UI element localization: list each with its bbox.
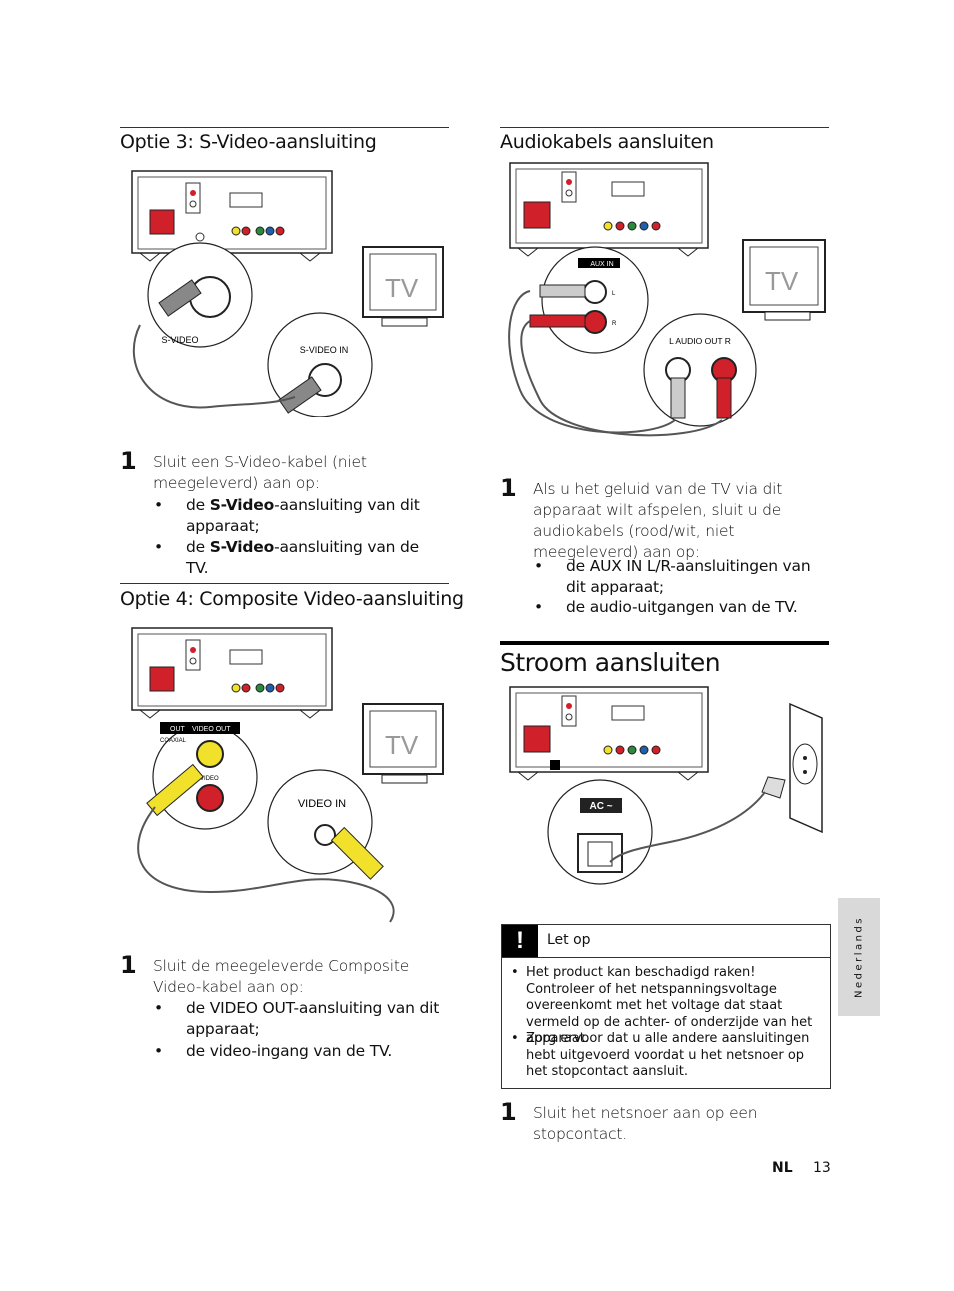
section-rule-thick — [500, 641, 829, 645]
device-rear-panel — [131, 170, 333, 262]
tv-svideo-in-label: S-VIDEO IN — [300, 345, 349, 355]
svideo-zoom-circle — [147, 242, 253, 348]
device-rear-panel — [509, 686, 709, 781]
composite-connection-figure: OUT VIDEO OUT COAXIAL VIDEO TV VIDEO IN — [131, 627, 444, 923]
power-connection-figure: AC ~ — [509, 686, 823, 885]
step-number: 1 — [500, 474, 517, 502]
ac-in-zoom-circle — [547, 779, 653, 885]
video-out-label: VIDEO OUT — [192, 726, 231, 733]
caution-item: •Het product kan beschadigd raken! Contr… — [511, 965, 813, 1046]
audio-cable-red — [520, 320, 723, 437]
svideo-plug-label: S-VIDEO — [161, 335, 198, 345]
audio-heading: Audiokabels aansluiten — [500, 131, 714, 153]
language-side-tab: Nederlands — [838, 898, 880, 1016]
language-tab-label: Nederlands — [853, 915, 865, 999]
bullet-item: •de video-ingang van de TV. — [154, 1042, 393, 1060]
aux-in-label: AUX IN — [590, 261, 613, 268]
tv-audio-out-zoom-circle — [643, 313, 757, 427]
bullet-item: •de S-Video-aansluiting van de TV. — [154, 538, 419, 577]
step-text: Sluit het netsnoer aan op een stopcontac… — [533, 1104, 758, 1143]
svideo-connection-figure: S-VIDEO TV S-VIDEO IN — [131, 170, 444, 417]
bullet-item: •de VIDEO OUT-aansluiting van dit appara… — [154, 999, 440, 1038]
caution-header: ! Let op — [502, 925, 830, 958]
aux-l-label: L — [612, 291, 616, 297]
step-text: Sluit de meegeleverde Composite Video-ka… — [153, 957, 410, 996]
tv-logo: TV — [385, 273, 419, 303]
caution-box: ! Let op •Het product kan beschadigd rak… — [501, 924, 831, 1089]
step-text: Sluit een S-Video-kabel (niet meegelever… — [153, 453, 367, 492]
svideo-cable — [132, 324, 296, 409]
tv-logo: TV — [385, 730, 419, 760]
bullet-item: •de AUX IN L/R-aansluitingen van dit app… — [534, 557, 811, 596]
power-heading: Stroom aansluiten — [500, 648, 721, 677]
ac-label: AC ~ — [589, 801, 612, 812]
audio-cable-white — [508, 290, 676, 434]
tv-icon: TV — [742, 239, 826, 321]
video-label: VIDEO — [200, 776, 219, 782]
tv-video-in-label: VIDEO IN — [298, 798, 346, 810]
page-number: 13 — [813, 1160, 831, 1176]
exclamation-icon: ! — [502, 925, 538, 957]
footer-language: NL — [772, 1160, 793, 1176]
aux-r-label: R — [612, 321, 617, 327]
step-number: 1 — [500, 1098, 517, 1126]
power-cord — [609, 791, 766, 863]
wall-socket — [789, 702, 823, 834]
step-number: 1 — [120, 447, 137, 475]
tv-audio-out-label: L AUDIO OUT R — [669, 336, 731, 346]
device-rear-panel — [131, 627, 333, 719]
bullet-item: •de audio-uitgangen van de TV. — [534, 598, 798, 616]
device-rear-panel — [509, 162, 709, 257]
caution-item: •Zorg ervoor dat u alle andere aansluiti… — [511, 1031, 810, 1079]
caution-title: Let op — [547, 932, 591, 948]
audio-connection-figure: AUX IN L R TV L AUDIO OUT R — [508, 162, 826, 437]
section-rule — [500, 127, 829, 128]
composite-cable — [137, 806, 395, 923]
step-text: Als u het geluid van de TV via dit appar… — [533, 480, 783, 561]
tv-icon: TV — [362, 246, 444, 327]
step-number: 1 — [120, 951, 137, 979]
coaxial-label: COAXIAL — [160, 738, 187, 744]
option4-heading: Optie 4: Composite Video-aansluiting — [120, 588, 464, 610]
bullet-item: •de S-Video-aansluiting van dit apparaat… — [154, 496, 420, 535]
section-rule — [120, 583, 449, 584]
out-label: OUT — [170, 726, 186, 733]
tv-logo: TV — [765, 266, 799, 296]
section-rule — [120, 127, 449, 128]
option3-heading: Optie 3: S-Video-aansluiting — [120, 131, 377, 153]
tv-icon: TV — [362, 703, 444, 784]
